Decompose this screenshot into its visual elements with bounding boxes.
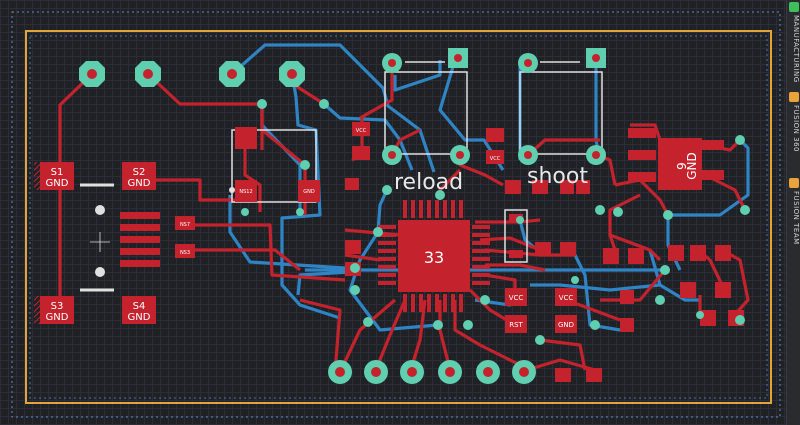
- tab-manufacturing-label: MANUFACTURING: [792, 15, 800, 83]
- manufacturing-icon: [789, 2, 799, 12]
- pad-s4: [122, 296, 156, 324]
- tab-fusion-360-label: FUSION 360: [792, 105, 800, 152]
- button-outlines: [231, 61, 603, 203]
- tab-fusion-team[interactable]: FUSION TEAM: [787, 178, 800, 263]
- header-pads-top: [79, 61, 305, 87]
- switch-outline: [231, 129, 317, 203]
- pad-s3-gnd: GND: [46, 312, 69, 323]
- pad-gnd-switch-label: GND: [303, 189, 315, 195]
- pad-gnd-switch: [298, 180, 320, 202]
- pad-ns7: [175, 216, 195, 230]
- tab-manufacturing[interactable]: MANUFACTURING: [787, 2, 800, 98]
- crystal: [504, 209, 528, 263]
- pad-ns3: [175, 244, 195, 258]
- pad-vcc-3-label: VCC: [356, 128, 367, 134]
- pad-s1-gnd: GND: [46, 178, 69, 189]
- tab-fusion-360[interactable]: FUSION 360: [787, 92, 800, 172]
- pad-s3-label: S3: [51, 301, 64, 312]
- switch-pads: NS12 GND: [235, 127, 320, 202]
- battery-holder: S1 GND S2 GND S3 GND S4 GND: [34, 162, 156, 324]
- tab-fusion-team-label: FUSION TEAM: [792, 191, 800, 245]
- pad-s4-gnd: GND: [128, 312, 151, 323]
- pad-s3: [40, 296, 74, 324]
- pad-rst-label: RST: [509, 321, 523, 329]
- pad-1: [79, 61, 105, 87]
- pad-s2: [122, 162, 156, 190]
- voltage-regulator: 9 GND: [628, 128, 724, 190]
- pad-3: [219, 61, 245, 87]
- mcu-pin-count: 33: [424, 248, 444, 267]
- side-panel: MANUFACTURING FUSION 360 FUSION TEAM: [786, 0, 800, 425]
- fusion-team-icon: [789, 178, 799, 188]
- silkscreen-reload-label: reload: [394, 170, 464, 195]
- pad-ns12-label: NS12: [239, 189, 252, 195]
- button-pads: [382, 48, 606, 165]
- pad-2: [135, 61, 161, 87]
- pad-vcc-4-label: VCC: [490, 156, 501, 162]
- reload-button-outline: [384, 71, 468, 155]
- pad-s2-label: S2: [133, 167, 146, 178]
- usb-connector: NS7 NS3: [120, 212, 195, 267]
- header-pads-bottom: [328, 360, 536, 384]
- pad-vcc-1-label: VCC: [509, 294, 524, 302]
- microcontroller: 33: [378, 200, 490, 312]
- pad-s1-label: S1: [51, 167, 64, 178]
- pad-gnd-2-label: GND: [558, 321, 574, 329]
- pad-s1: [40, 162, 74, 190]
- pad-ns12: [235, 180, 257, 202]
- pad-s4-label: S4: [133, 301, 146, 312]
- pad-ns7-label: NS7: [180, 222, 190, 228]
- board-outline: [25, 30, 772, 404]
- regulator-pin-count: 9: [675, 162, 689, 170]
- fusion360-icon: [789, 92, 799, 102]
- board-dotted-inner: [29, 35, 768, 399]
- pad-ns3-label: NS3: [180, 250, 190, 256]
- vias: [241, 99, 750, 345]
- pad-4: [279, 61, 305, 87]
- board-dotted-boundary: [11, 11, 781, 418]
- regulator-gnd-label: GND: [685, 152, 699, 180]
- shoot-button-outline: [519, 71, 603, 155]
- silkscreen-shoot-label: shoot: [527, 164, 588, 189]
- pad-s2-gnd: GND: [128, 178, 151, 189]
- pad-vcc-2-label: VCC: [559, 294, 574, 302]
